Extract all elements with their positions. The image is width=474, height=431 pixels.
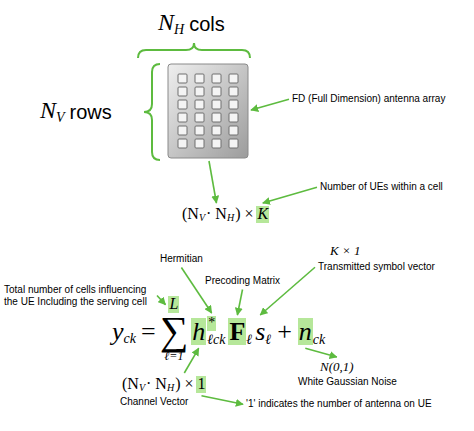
label: ck (313, 333, 325, 348)
antenna-element (195, 100, 204, 109)
antenna-element (212, 87, 221, 96)
antenna-element (212, 100, 221, 109)
highlighted-symbol: F (228, 318, 246, 345)
label: Total number of cells influencing the UE… (4, 284, 154, 307)
label: N (40, 98, 56, 123)
highlighted-symbol: 1 (196, 376, 206, 393)
antenna-element (229, 74, 238, 83)
label: White Gaussian Noise (298, 377, 397, 388)
label: N (158, 10, 174, 35)
column-bracket (138, 43, 250, 58)
label: ck (124, 332, 136, 347)
antenna-array-panel (168, 64, 248, 158)
antenna-element (178, 87, 187, 96)
antenna-element (178, 139, 187, 148)
antenna-element (195, 87, 204, 96)
antenna-element (229, 113, 238, 122)
label: (N (182, 206, 199, 223)
label: ) × (175, 376, 193, 393)
label: V (139, 383, 145, 394)
label: Transmitted symbol vector (318, 262, 435, 273)
leader-arrow (157, 296, 165, 305)
row-bracket (144, 64, 160, 160)
label: Number of UEs within a cell (320, 182, 443, 193)
label: rows (70, 102, 112, 123)
leader-arrow (260, 267, 315, 315)
leader-arrow (184, 348, 198, 373)
label: V (199, 213, 205, 224)
label: ℓ=1 (164, 350, 183, 363)
antenna-element (178, 113, 187, 122)
label: K × 1 (330, 244, 360, 258)
label: V (56, 111, 65, 126)
antenna-element (212, 74, 221, 83)
label: FD (Full Dimension) antenna array (292, 94, 445, 105)
antenna-element (212, 113, 221, 122)
antenna-element (178, 100, 187, 109)
antenna-element (229, 87, 238, 96)
antenna-element (212, 126, 221, 135)
label: Precoding Matrix (205, 276, 280, 287)
antenna-element (195, 113, 204, 122)
antenna-element (195, 126, 204, 135)
antenna-element (178, 74, 187, 83)
antenna-element (229, 126, 238, 135)
label: y (112, 318, 124, 345)
label: · N (206, 206, 227, 223)
leader-arrow (251, 99, 289, 110)
label: H (227, 213, 234, 224)
antenna-element (195, 139, 204, 148)
highlighted-symbol: * (207, 316, 216, 331)
antenna-element (229, 139, 238, 148)
label: s (255, 318, 265, 345)
label: = (141, 318, 156, 345)
label: ℓck (207, 333, 225, 348)
label: ℓ (246, 333, 252, 348)
highlighted-symbol: h (191, 318, 206, 345)
antenna-element (178, 126, 187, 135)
label: Channel Vector (120, 397, 188, 408)
label: cols (189, 14, 225, 35)
leader-arrow (305, 348, 336, 357)
label: ∑ (160, 310, 189, 352)
highlighted-symbol: n (298, 318, 313, 345)
leader-arrow (201, 396, 243, 404)
label: '1' indicates the number of antenna on U… (246, 399, 432, 410)
label: H (174, 23, 184, 38)
label: + (277, 318, 292, 345)
leader-arrow (263, 187, 317, 203)
label: · N (146, 376, 167, 393)
leader-arrow (181, 268, 211, 314)
leader-arrow (209, 161, 216, 203)
label: N(0,1) (320, 360, 354, 374)
label: H (167, 383, 174, 394)
label: (N (122, 376, 139, 393)
antenna-element (195, 74, 204, 83)
label: ) × (235, 206, 253, 223)
antenna-element (229, 100, 238, 109)
antenna-element (212, 139, 221, 148)
leader-arrow (237, 290, 242, 316)
label: ℓ (265, 333, 271, 348)
highlighted-symbol: K (256, 206, 269, 223)
label: Hermitian (160, 254, 203, 265)
